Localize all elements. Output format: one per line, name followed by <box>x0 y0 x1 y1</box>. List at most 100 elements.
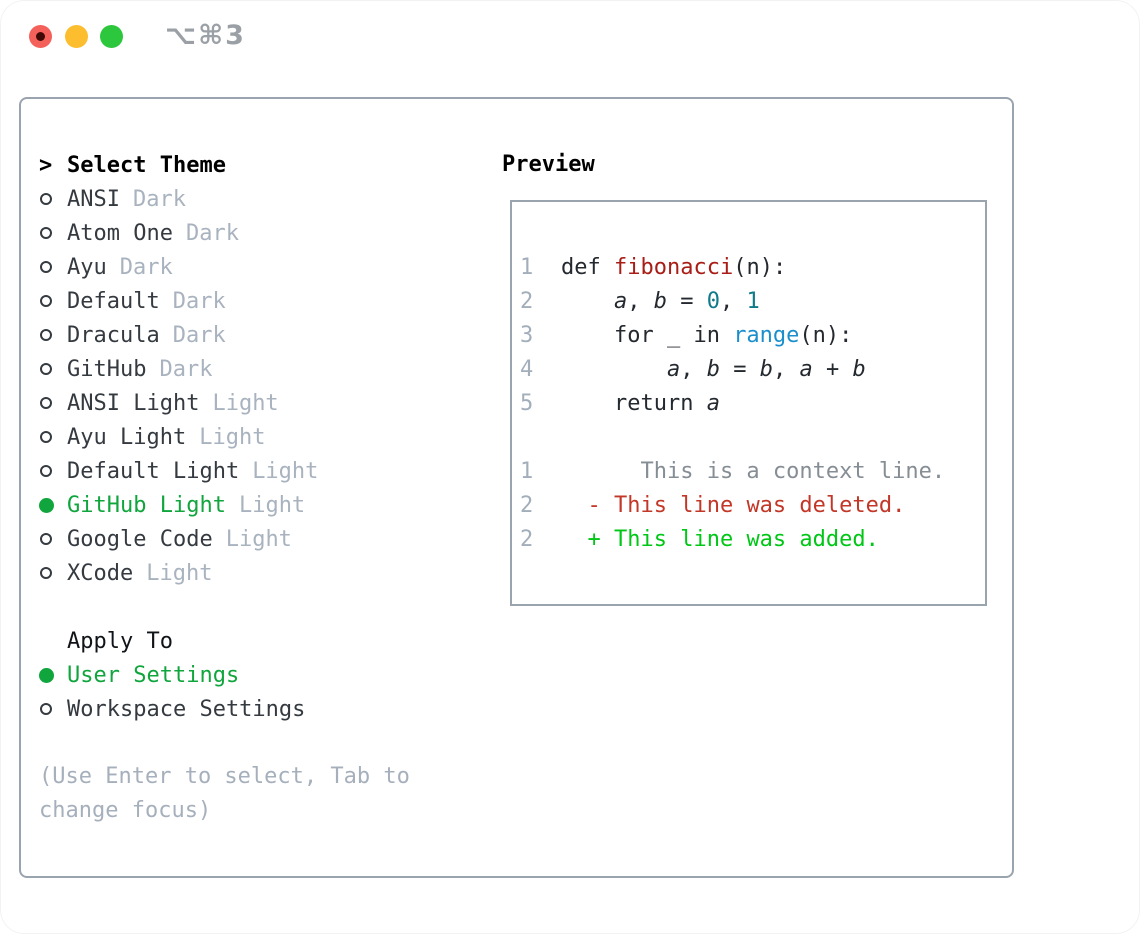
theme-name: GitHub Light <box>67 492 226 518</box>
theme-variant-tag: Light <box>199 424 266 450</box>
theme-option-default[interactable]: Default Dark <box>39 284 479 318</box>
line-content: This is a context line. <box>561 455 945 489</box>
theme-variant-tag: Dark <box>159 356 213 382</box>
preview-heading: Preview <box>502 152 595 177</box>
apply-option-label: Workspace Settings <box>67 696 306 722</box>
radio-icon <box>39 397 67 409</box>
close-button[interactable] <box>29 25 52 48</box>
code-line: 3 for _ in range(n): <box>520 319 985 353</box>
line-content: a, b = b, a + b <box>561 353 866 387</box>
code-line: 2 a, b = 0, 1 <box>520 285 985 319</box>
code-token-fg: , <box>772 357 800 382</box>
theme-variant-tag: Dark <box>132 186 186 212</box>
code-token-num: 0 <box>706 289 720 314</box>
code-line: 1 This is a context line. <box>520 455 985 489</box>
radio-icon <box>39 533 67 545</box>
theme-name: Google Code <box>67 526 213 552</box>
code-token-fg <box>561 357 667 382</box>
code-token-fg: , <box>719 289 747 314</box>
radio-icon <box>39 329 67 341</box>
hint-text-line1: (Use Enter to select, Tab to <box>39 764 410 789</box>
cursor-marker: > <box>39 152 53 178</box>
radio-icon <box>39 431 67 443</box>
hint-text-line2: change focus) <box>39 798 212 823</box>
apply-option-user-settings[interactable]: User Settings <box>39 658 479 692</box>
radio-icon <box>39 295 67 307</box>
close-button-dot-icon <box>36 32 45 41</box>
theme-variant-tag: Dark <box>172 288 226 314</box>
select-theme-heading: > Select Theme <box>39 148 479 182</box>
line-number: 4 <box>520 357 534 382</box>
theme-name: Ayu Light <box>67 424 187 450</box>
minimize-button[interactable] <box>65 25 88 48</box>
line-content: for _ in range(n): <box>561 319 852 353</box>
radio-icon <box>39 567 67 579</box>
line-number: 1 <box>520 255 534 280</box>
apply-option-label: User Settings <box>67 662 240 688</box>
code-token-fg: return <box>561 391 707 416</box>
window-titlebar: ⌥⌘3 <box>0 0 1140 72</box>
apply-to-heading: Apply To <box>39 624 479 658</box>
theme-name: Default <box>67 288 160 314</box>
code-token-fg: (n): <box>799 323 853 348</box>
code-line: 5 return a <box>520 387 985 421</box>
code-token-var: b <box>759 357 773 382</box>
code-line: 4 a, b = b, a + b <box>520 353 985 387</box>
theme-name: Dracula <box>67 322 160 348</box>
code-token-var: b <box>852 357 866 382</box>
radio-circle <box>40 703 52 715</box>
line-number <box>520 421 534 455</box>
theme-option-ayu-light[interactable]: Ayu Light Light <box>39 420 479 454</box>
window-title: ⌥⌘3 <box>165 20 246 51</box>
radio-circle <box>40 193 52 205</box>
radio-circle <box>40 261 52 273</box>
zoom-button[interactable] <box>100 25 123 48</box>
code-line: 2 + This line was added. <box>520 523 985 557</box>
code-token-fg <box>561 289 614 314</box>
code-token-fg: def <box>561 255 614 280</box>
theme-option-dracula[interactable]: Dracula Dark <box>39 318 479 352</box>
code-token-fg: + <box>812 357 853 382</box>
apply-option-workspace-settings[interactable]: Workspace Settings <box>39 692 479 726</box>
theme-variant-tag: Light <box>238 492 306 518</box>
line-content: a, b = 0, 1 <box>561 285 760 319</box>
theme-variant-tag: Dark <box>172 322 226 348</box>
theme-option-github-light[interactable]: GitHub Light Light <box>39 488 479 522</box>
line-content: return a <box>561 387 720 421</box>
code-token-var: a <box>799 357 813 382</box>
code-token-fg: = <box>719 357 760 382</box>
code-token-fg <box>561 527 588 552</box>
apply-to-title: Apply To <box>67 628 173 654</box>
radio-circle <box>39 667 54 683</box>
theme-option-google-code[interactable]: Google Code Light <box>39 522 479 556</box>
code-token-var: a <box>666 357 681 382</box>
line-number: 1 <box>520 459 534 484</box>
line-content: - This line was deleted. <box>561 489 906 523</box>
spacer <box>39 726 479 760</box>
code-token-var: b <box>653 289 667 314</box>
theme-variant-tag: Light <box>252 458 319 484</box>
code-token-num: 1 <box>746 289 760 314</box>
code-token-added: + This line was added. <box>587 527 879 552</box>
line-number: 5 <box>520 391 534 416</box>
theme-variant-tag: Light <box>225 526 292 552</box>
theme-variant-tag: Dark <box>185 220 239 246</box>
radio-icon <box>39 465 67 477</box>
code-line: 2 - This line was deleted. <box>520 489 985 523</box>
theme-name: ANSI Light <box>67 390 200 416</box>
radio-circle <box>40 533 52 545</box>
radio-circle <box>40 431 52 443</box>
radio-icon <box>39 363 67 375</box>
